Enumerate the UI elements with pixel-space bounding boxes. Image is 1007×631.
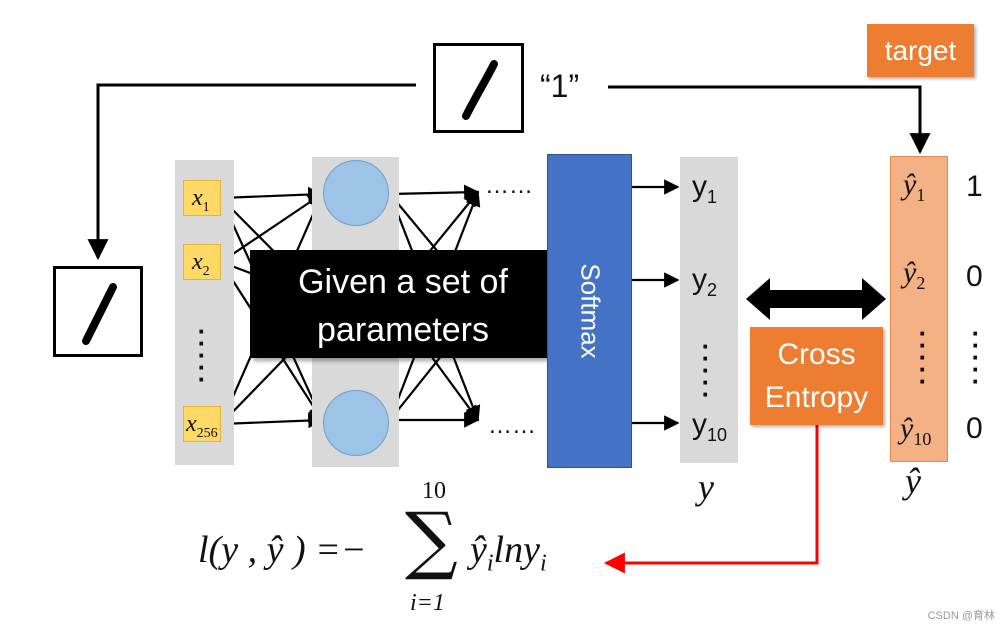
- sum-upper: 10: [422, 478, 446, 504]
- target-value-1: 1: [966, 170, 983, 203]
- formula-lhs: l(y , ŷ ) =−: [198, 529, 367, 571]
- hidden-neuron-bottom: [323, 390, 389, 456]
- target-yhat2: ŷ2: [903, 256, 926, 293]
- digit-one-icon: [82, 283, 117, 345]
- output-vector-label: y: [698, 467, 714, 507]
- feedback-line-left: [87, 83, 416, 261]
- target-yhat1: ŷ1: [903, 168, 926, 205]
- output-y2: y2: [692, 263, 718, 300]
- ellipsis-bottom: ……: [488, 412, 536, 439]
- target-values-vertical-dots: ·····: [971, 318, 981, 396]
- target-vertical-dots: ·····: [918, 318, 928, 396]
- sum-lower: i=1: [410, 590, 445, 616]
- softmax-label: Softmax: [575, 263, 605, 359]
- cross-entropy-line-1: Cross: [777, 338, 856, 371]
- output-y1: y1: [692, 170, 718, 207]
- output-column: [680, 157, 738, 463]
- top-digit-image: [433, 43, 524, 133]
- formula-term: ŷilnyi: [470, 529, 547, 577]
- input-x256: x256: [183, 406, 221, 442]
- output-y10: y10: [692, 408, 728, 445]
- compare-double-arrow: [746, 278, 886, 320]
- target-value-10: 0: [966, 412, 983, 445]
- cross-entropy-box: Cross Entropy: [750, 327, 883, 425]
- target-label: target: [867, 24, 974, 77]
- quote-label: “1”: [540, 68, 580, 104]
- hidden-neuron-top: [323, 160, 389, 226]
- target-value-2: 0: [966, 260, 983, 293]
- red-arrow: [603, 425, 819, 574]
- input-vertical-dots: ·····: [197, 316, 207, 394]
- digit-one-icon: [462, 60, 498, 120]
- caption-line-1: Given a set of: [298, 263, 508, 301]
- target-vector-label: ŷ: [905, 461, 921, 501]
- left-digit-image: [53, 266, 143, 357]
- cross-entropy-line-2: Entropy: [764, 381, 869, 414]
- input-x1: x1: [183, 180, 221, 216]
- softmax-layer: Softmax: [547, 154, 632, 468]
- softmax-output-arrows: [632, 179, 680, 431]
- output-vertical-dots: ·····: [701, 331, 711, 409]
- feedback-line-right: [608, 85, 931, 155]
- target-column: [890, 156, 948, 462]
- target-yhat10: ŷ10: [900, 412, 932, 449]
- caption-box: Given a set of parameters: [250, 250, 556, 358]
- watermark: CSDN @育林: [927, 610, 995, 622]
- ellipsis-top: ……: [485, 172, 533, 199]
- caption-line-2: parameters: [317, 311, 489, 349]
- input-x2: x2: [183, 244, 221, 280]
- sum-symbol: ∑: [405, 497, 458, 583]
